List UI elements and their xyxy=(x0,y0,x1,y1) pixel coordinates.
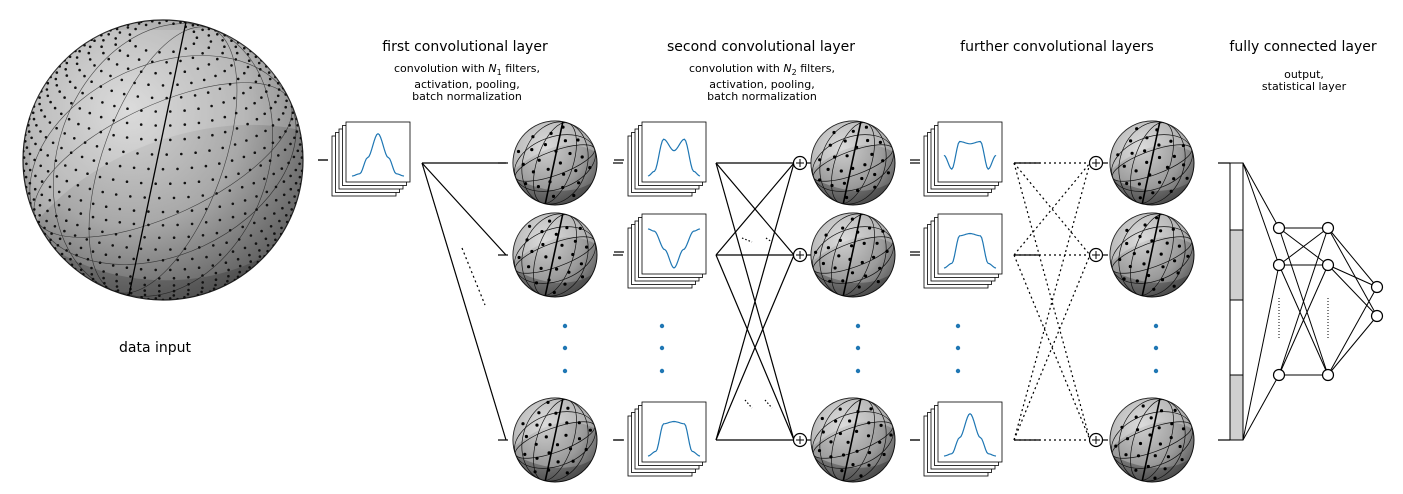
fc-edge xyxy=(1242,162,1280,229)
fan-line xyxy=(421,162,507,441)
input-sphere xyxy=(22,19,304,301)
dotted-line xyxy=(764,399,773,409)
ellipsis-dot xyxy=(659,345,665,351)
cross-line xyxy=(715,162,795,256)
fc-edge xyxy=(1327,227,1378,288)
fan-line-dotted xyxy=(461,247,486,306)
neuron xyxy=(1272,258,1286,272)
fc-edge xyxy=(1327,286,1378,376)
sum-node xyxy=(792,432,808,448)
connection-lines xyxy=(421,162,1108,441)
fc-layer-description: output, statistical layer xyxy=(1261,68,1347,93)
ellipsis-dot xyxy=(562,368,568,374)
first-layer-title: first convolutional layer xyxy=(382,39,548,55)
dotted-line xyxy=(741,237,753,243)
data-input-label: data input xyxy=(119,340,191,356)
fc-edge xyxy=(1278,227,1329,376)
filter-curve xyxy=(647,420,701,457)
ellipsis-dot xyxy=(659,368,665,374)
filter-stack xyxy=(318,121,411,197)
feature-map-sphere xyxy=(512,397,598,483)
cross-line-dotted xyxy=(1013,162,1091,441)
feature-map-sphere xyxy=(1109,397,1195,483)
vector-cell xyxy=(1229,374,1244,441)
ellipsis-dot xyxy=(855,323,861,329)
feature-map-sphere xyxy=(512,212,598,298)
fc-edge xyxy=(1242,162,1280,266)
filter-stack xyxy=(910,121,1003,197)
fc-edge xyxy=(1327,264,1378,288)
ellipsis-dot xyxy=(855,368,861,374)
sum-node xyxy=(1088,155,1104,171)
neuron xyxy=(1321,221,1335,235)
neuron xyxy=(1370,280,1384,294)
fully-connected-network xyxy=(1218,162,1384,441)
ellipsis-dot xyxy=(1153,323,1159,329)
ellipsis-dot xyxy=(562,323,568,329)
fc-edge xyxy=(1327,264,1378,317)
fc-layer-title: fully connected layer xyxy=(1229,39,1377,55)
cross-line xyxy=(715,254,795,441)
feature-map-sphere xyxy=(810,212,896,298)
ellipsis-dot xyxy=(955,345,961,351)
filter-stack xyxy=(614,121,707,197)
ellipsis-dot xyxy=(955,368,961,374)
filter-stacks xyxy=(318,121,1003,477)
sum-node xyxy=(792,155,808,171)
feature-map-sphere xyxy=(810,120,896,206)
neuron xyxy=(1272,221,1286,235)
neuron xyxy=(1370,309,1384,323)
neuron xyxy=(1272,368,1286,382)
filter-stack xyxy=(910,401,1003,477)
ellipsis-dot xyxy=(1153,345,1159,351)
neuron xyxy=(1321,368,1335,382)
sum-nodes xyxy=(792,155,1104,448)
fc-edge xyxy=(1327,315,1378,376)
feature-map-sphere xyxy=(1109,120,1195,206)
feature-map-sphere xyxy=(512,120,598,206)
feature-map-sphere xyxy=(1109,212,1195,298)
feature-map-spheres xyxy=(512,120,1195,483)
filter-curve xyxy=(943,232,997,269)
fc-edge xyxy=(1278,227,1329,266)
vector-cell xyxy=(1229,229,1244,301)
first-layer-description: convolution with N1 filters, activation,… xyxy=(393,62,541,104)
dotted-line xyxy=(765,237,773,243)
sum-node xyxy=(1088,247,1104,263)
sum-node xyxy=(1088,432,1104,448)
filter-curve xyxy=(943,412,997,457)
vector-cell xyxy=(1229,299,1244,376)
filter-curve xyxy=(647,228,701,269)
ellipsis-dot xyxy=(1153,368,1159,374)
filter-stack xyxy=(910,213,1003,289)
ellipsis-dot xyxy=(659,323,665,329)
filter-curve xyxy=(943,140,997,170)
fc-edge xyxy=(1242,374,1280,441)
ellipsis-dots xyxy=(562,323,1159,374)
second-layer-title: second convolutional layer xyxy=(667,39,855,55)
filter-curve xyxy=(351,132,405,177)
cross-line-dotted xyxy=(1013,254,1091,441)
filter-stack xyxy=(614,401,707,477)
ellipsis-dot xyxy=(562,345,568,351)
feature-map-sphere xyxy=(810,397,896,483)
ellipsis-dot xyxy=(955,323,961,329)
filter-curve xyxy=(647,138,701,177)
dotted-line xyxy=(744,399,753,409)
fan-line xyxy=(421,162,507,256)
further-layers-title: further convolutional layers xyxy=(960,39,1154,55)
vector-cell xyxy=(1229,162,1244,231)
neuron xyxy=(1321,258,1335,272)
fc-edge xyxy=(1278,264,1329,376)
cross-line-dotted xyxy=(1013,162,1091,441)
fc-edge xyxy=(1242,264,1280,441)
filter-stack xyxy=(614,213,707,289)
ellipsis-dot xyxy=(855,345,861,351)
cross-line xyxy=(715,162,795,441)
sum-node xyxy=(792,247,808,263)
second-layer-description: convolution with N2 filters, activation,… xyxy=(688,62,836,104)
